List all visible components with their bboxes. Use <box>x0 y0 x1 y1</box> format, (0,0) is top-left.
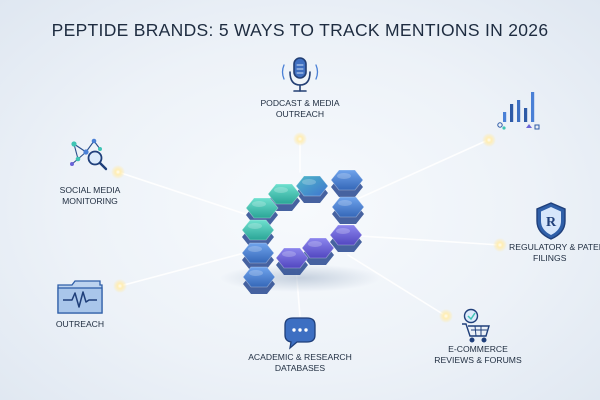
hexagon-node <box>275 247 309 275</box>
connector-ecommerce <box>347 254 447 317</box>
hexagon-node <box>295 175 329 203</box>
connector-social <box>117 171 246 215</box>
hexagon-node <box>267 183 301 211</box>
heartbeat-folder-icon <box>57 280 103 314</box>
node-label-academic-line1: ACADEMIC & RESEARCH <box>248 352 352 362</box>
glow-regulatory <box>493 238 507 252</box>
glow-analytics <box>482 133 496 147</box>
page-title: PEPTIDE BRANDS: 5 WAYS TO TRACK MENTIONS… <box>51 20 549 40</box>
hexagon-node <box>245 197 279 225</box>
connector-outreach <box>119 251 249 287</box>
chat-bubble-icon <box>284 317 316 350</box>
peptide-chain-logo <box>220 169 380 294</box>
svg-text:R: R <box>546 215 557 230</box>
hexagon-node <box>330 169 364 197</box>
node-label-podcast-line2: OUTREACH <box>275 108 325 119</box>
connector-regulatory <box>359 235 501 246</box>
hexagon-node <box>241 219 275 247</box>
hexagon-node <box>301 237 335 265</box>
hexagon-node <box>242 266 276 294</box>
connector-analytics <box>354 139 489 201</box>
glow-points <box>111 132 507 323</box>
node-label-regulatory: REGULATORY & PATENT FILINGS <box>500 242 600 263</box>
node-label-outreach-line1: OUTREACH <box>55 319 105 329</box>
shopping-cart-icon <box>462 308 490 343</box>
glow-social <box>111 165 125 179</box>
node-label-regulatory-line2: FILINGS <box>533 252 567 263</box>
network-magnifier-icon <box>70 138 108 171</box>
node-label-social-line1: SOCIAL MEDIA <box>59 185 121 195</box>
node-label-social-line2: MONITORING <box>62 195 118 206</box>
node-label-ecommerce-line2: REVIEWS & FORUMS <box>434 354 522 365</box>
node-label-ecommerce: E-COMMERCE REVIEWS & FORUMS <box>418 344 538 365</box>
glow-podcast <box>293 132 307 146</box>
node-label-academic-line2: DATABASES <box>274 362 326 373</box>
node-label-outreach: OUTREACH <box>40 319 120 330</box>
node-label-academic: ACADEMIC & RESEARCH DATABASES <box>235 352 365 373</box>
bar-chart-icon <box>497 92 540 130</box>
node-label-ecommerce-line1: E-COMMERCE <box>448 344 508 354</box>
hexagon-node <box>331 196 365 224</box>
hexagon-node <box>241 242 275 270</box>
glow-ecommerce <box>439 309 453 323</box>
hexagon-node <box>329 224 363 252</box>
node-label-podcast: PODCAST & MEDIA OUTREACH <box>235 98 365 119</box>
registered-shield-icon: R <box>536 202 566 240</box>
microphone-icon <box>281 57 319 92</box>
node-label-podcast-line1: PODCAST & MEDIA <box>260 98 340 108</box>
node-label-social: SOCIAL MEDIA MONITORING <box>40 185 140 206</box>
node-label-regulatory-line1: REGULATORY & PATENT <box>509 242 600 252</box>
glow-outreach <box>113 279 127 293</box>
